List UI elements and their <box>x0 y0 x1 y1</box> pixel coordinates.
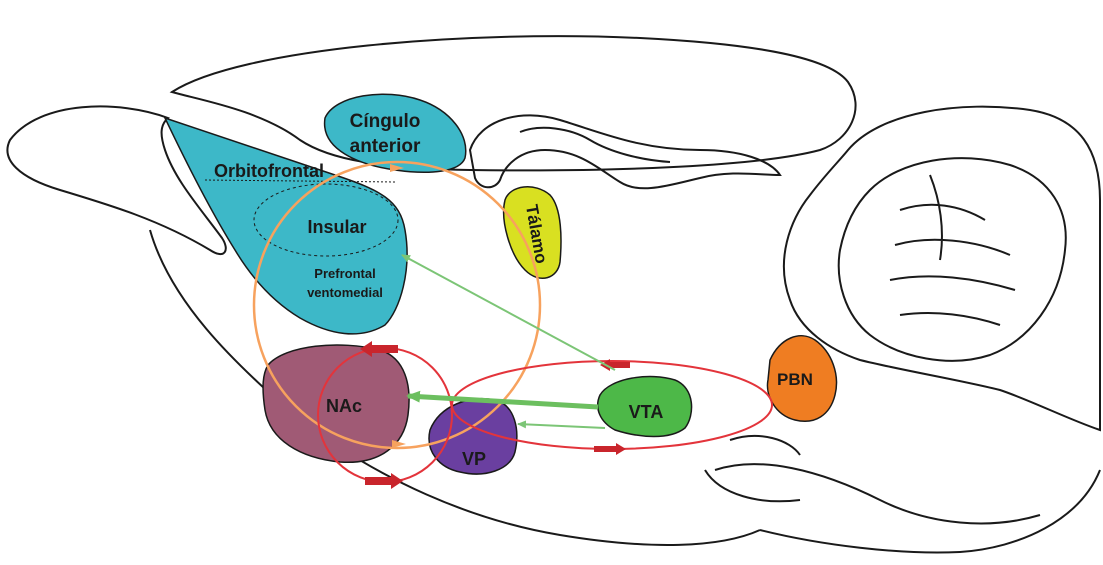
cerebellum-lobules <box>890 175 1015 325</box>
vp-label: VP <box>462 449 486 469</box>
cingulo-label-line1: Cíngulo <box>350 111 421 132</box>
vta-to-vp-arrow <box>518 424 605 428</box>
cortex-outline <box>172 36 856 170</box>
insular-label: Insular <box>307 217 366 237</box>
brainstem-inner-outline <box>715 464 1040 523</box>
orbitofrontal-label: Orbitofrontal <box>214 161 324 181</box>
pbn-label: PBN <box>777 370 813 389</box>
cingulo-label-line2: anterior <box>350 136 421 157</box>
cerebellum-folia-outline <box>839 158 1066 361</box>
midbrain-outline <box>730 436 800 455</box>
brain-outline <box>7 36 1100 552</box>
prefrontal-label-line2: ventomedial <box>307 285 383 300</box>
green-projections <box>402 255 615 428</box>
cingulo-anterior-shape <box>325 94 466 172</box>
prefrontal-label-line1: Prefrontal <box>314 266 375 281</box>
brainstem-outline <box>760 470 1100 553</box>
vta-label: VTA <box>629 402 664 422</box>
hippocampus-outline <box>470 115 780 188</box>
vta-to-prefrontal-arrow <box>402 255 615 370</box>
pons-outline <box>705 470 800 501</box>
nac-label: NAc <box>326 396 362 416</box>
